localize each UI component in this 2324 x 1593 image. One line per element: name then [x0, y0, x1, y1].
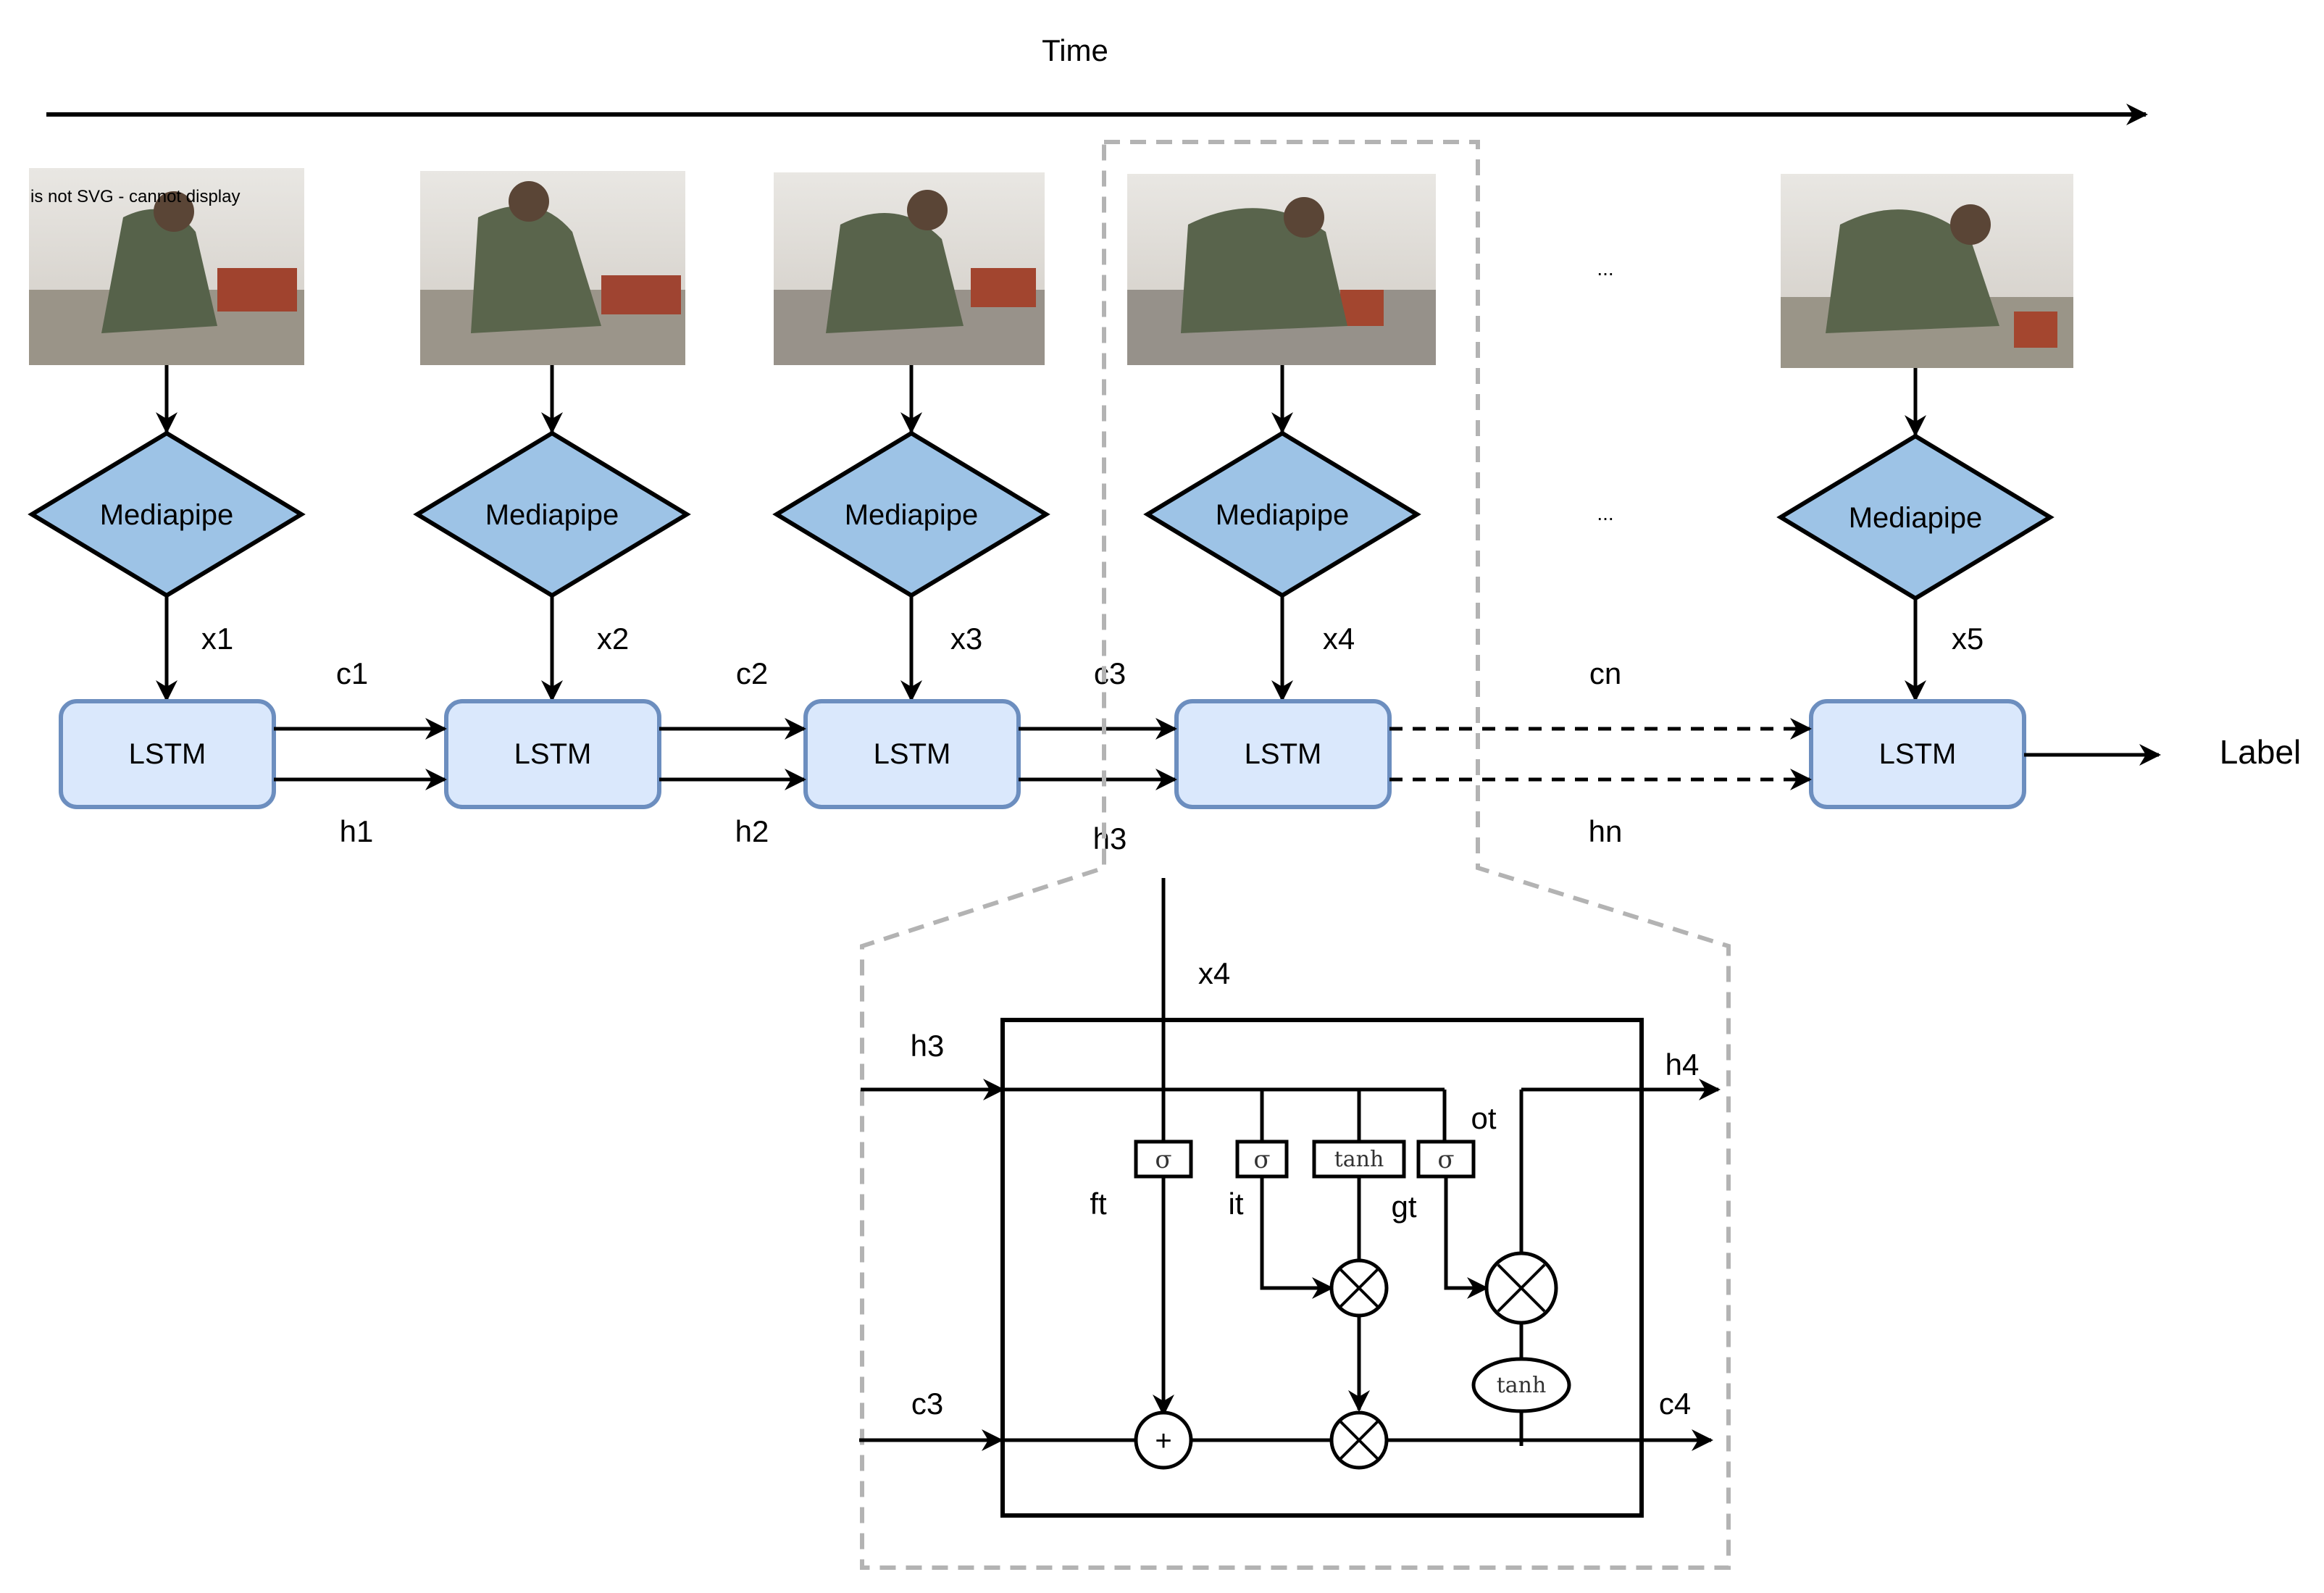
- time-label: Time: [1042, 33, 1108, 67]
- svg-text:σ: σ: [1155, 1145, 1171, 1174]
- output-label: Label: [2220, 733, 2302, 771]
- mediapipe-node-1: Mediapipe: [28, 430, 306, 598]
- lstm-cell-box: [1000, 1018, 1644, 1518]
- cell-h-out-label: h4: [1665, 1048, 1700, 1082]
- multiply-node-it-gt: [1329, 1258, 1389, 1318]
- video-frame-3: [774, 172, 1045, 365]
- x4-label: x4: [1323, 622, 1355, 656]
- c2-label: c2: [736, 656, 768, 690]
- c3-label: c3: [1094, 656, 1126, 690]
- cell-x-label: x4: [1198, 956, 1230, 990]
- cell-state-tanh: tanh: [1471, 1357, 1571, 1413]
- image-error-text: is not SVG - cannot display: [30, 187, 241, 206]
- svg-text:+: +: [1155, 1425, 1171, 1457]
- lstm-cell-detail: x4 h3 σ σ tanh σ ft it gt ot: [859, 878, 1721, 1518]
- mediapipe-node-2: Mediapipe: [413, 430, 691, 598]
- svg-text:Mediapipe: Mediapipe: [100, 499, 234, 531]
- hn-label: hn: [1589, 814, 1623, 848]
- cell-c-out-label: c4: [1659, 1387, 1691, 1421]
- svg-text:tanh: tanh: [1334, 1147, 1384, 1172]
- video-frame-5: [1781, 174, 2073, 368]
- gate-gt-label: gt: [1391, 1189, 1416, 1224]
- lstm-node-4: LSTM: [1174, 699, 1392, 809]
- lstm-node-2: LSTM: [444, 699, 661, 809]
- svg-text:Mediapipe: Mediapipe: [845, 499, 979, 531]
- svg-text:LSTM: LSTM: [514, 738, 592, 770]
- gate-ft-label: ft: [1090, 1187, 1107, 1221]
- x1-label: x1: [201, 622, 233, 656]
- forget-gate-sigma: σ: [1134, 1140, 1193, 1179]
- lstm-node-5: LSTM: [1809, 699, 2026, 809]
- svg-text:σ: σ: [1437, 1145, 1454, 1174]
- video-frame-2: [420, 171, 685, 365]
- x2-label: x2: [597, 622, 629, 656]
- svg-text:σ: σ: [1253, 1145, 1270, 1174]
- x3-label: x3: [950, 622, 982, 656]
- x5-label: x5: [1952, 622, 1984, 656]
- svg-text:LSTM: LSTM: [1245, 738, 1322, 770]
- svg-text:Mediapipe: Mediapipe: [485, 499, 619, 531]
- svg-text:LSTM: LSTM: [874, 738, 951, 770]
- output-gate-sigma: σ: [1416, 1140, 1476, 1179]
- lstm-node-1: LSTM: [59, 699, 276, 809]
- mediapipe-node-5: Mediapipe: [1776, 433, 2055, 601]
- video-frame-4: [1127, 174, 1436, 365]
- input-gate-sigma: σ: [1235, 1140, 1289, 1179]
- svg-text:LSTM: LSTM: [1879, 738, 1957, 770]
- cell-c-in-label: c3: [911, 1387, 943, 1421]
- multiply-node-cell: [1329, 1410, 1389, 1470]
- video-frame-1: [29, 168, 304, 365]
- svg-text:Mediapipe: Mediapipe: [1216, 499, 1350, 531]
- cell-h-in-label: h3: [911, 1029, 945, 1063]
- add-node: +: [1134, 1410, 1193, 1470]
- svg-text:tanh: tanh: [1497, 1373, 1547, 1398]
- lstm-node-3: LSTM: [803, 699, 1021, 809]
- mediapipe-node-4: Mediapipe: [1143, 430, 1421, 598]
- gate-ot-label: ot: [1471, 1101, 1496, 1135]
- h2-label: h2: [735, 814, 769, 848]
- ellipsis-mediapipe: ...: [1597, 502, 1613, 524]
- svg-text:LSTM: LSTM: [129, 738, 206, 770]
- multiply-node-output: [1484, 1251, 1558, 1325]
- cn-label: cn: [1589, 656, 1621, 690]
- zoom-dashed-outline: [860, 140, 1731, 1570]
- candidate-gate-tanh: tanh: [1312, 1140, 1406, 1179]
- c1-label: c1: [336, 656, 368, 690]
- svg-text:Mediapipe: Mediapipe: [1849, 502, 1983, 534]
- mediapipe-node-3: Mediapipe: [772, 430, 1050, 598]
- h3-label: h3: [1093, 821, 1127, 856]
- gate-it-label: it: [1229, 1187, 1244, 1221]
- ellipsis-frames: ...: [1597, 257, 1613, 280]
- h1-label: h1: [340, 814, 374, 848]
